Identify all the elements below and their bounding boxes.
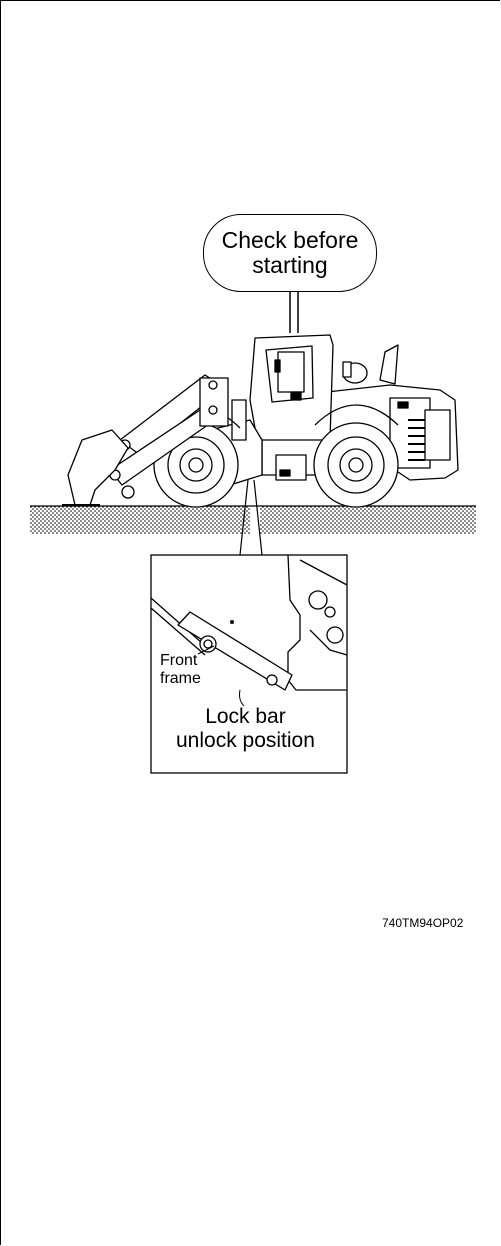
- detail-leader-lines: [239, 479, 263, 556]
- wheel-loader: [62, 334, 459, 508]
- detail-inset: [150, 554, 348, 774]
- front-frame-line-1: Front: [160, 652, 198, 669]
- front-frame-line-2: frame: [160, 670, 201, 687]
- front-frame-label: Front frame: [160, 652, 201, 688]
- tag-line-2: starting: [252, 252, 328, 278]
- tag-line-1: Check before: [221, 227, 359, 253]
- callout-post: [289, 290, 299, 333]
- figure-code: 740TM94OP02: [382, 916, 464, 930]
- check-before-starting-tag: Check before starting: [203, 214, 377, 292]
- ground: [30, 505, 476, 534]
- lock-bar-line-2: unlock position: [176, 729, 315, 752]
- lock-bar-line-1: Lock bar: [205, 705, 286, 728]
- lock-bar-label: Lock bar unlock position: [176, 705, 315, 753]
